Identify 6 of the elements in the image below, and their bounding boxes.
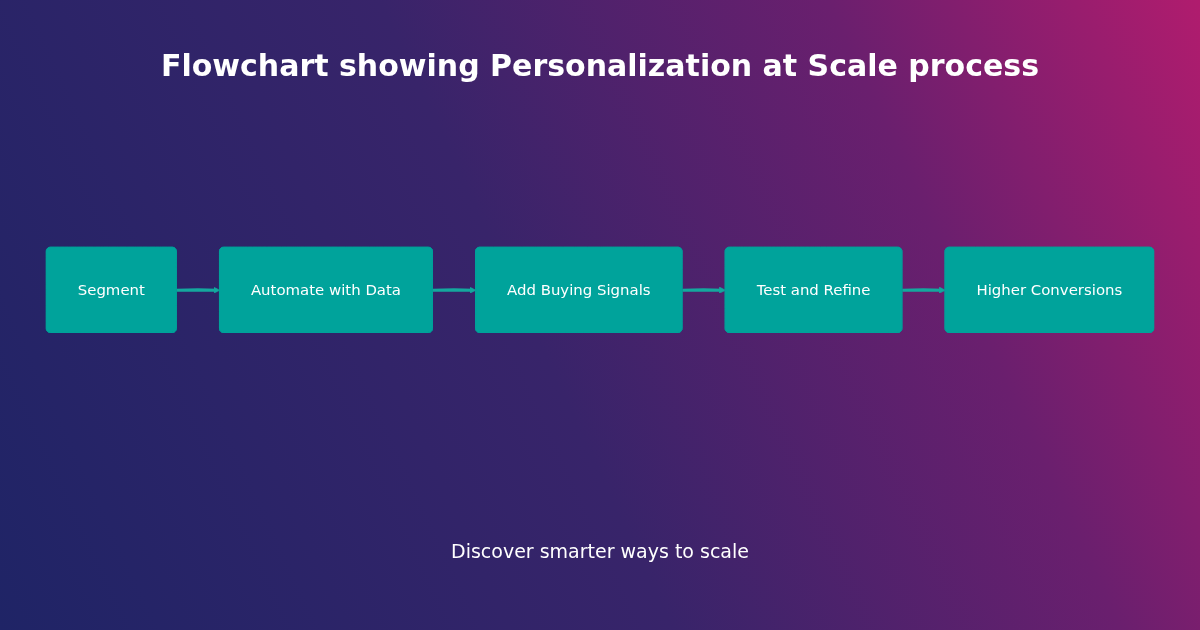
- arrow: [432, 286, 477, 294]
- title: Flowchart showing Personalization at Scale process: [160, 48, 1040, 83]
- tagline-text: Discover smarter ways to scale: [450, 540, 750, 562]
- arrow: [682, 286, 726, 294]
- arrow: [176, 286, 221, 294]
- arrow: [902, 286, 946, 294]
